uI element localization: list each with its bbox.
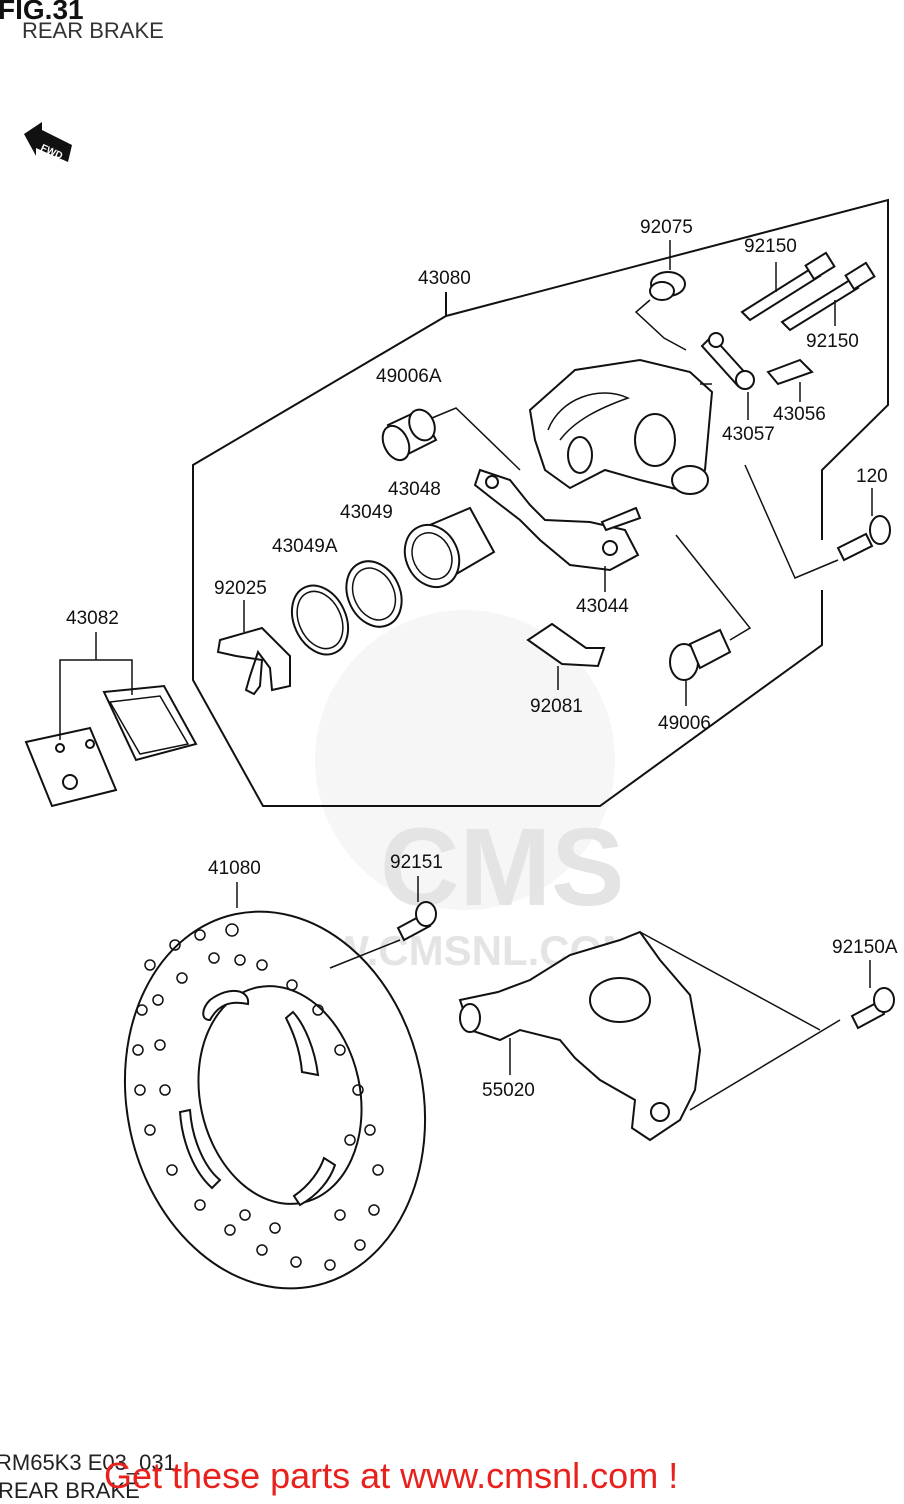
label-49006A: 49006A	[376, 366, 442, 387]
figure-subtitle: REAR BRAKE	[22, 18, 164, 43]
part-43057-bleeder-bracket	[700, 332, 755, 420]
boundary-upper	[445, 198, 889, 540]
part-92075-bleeder-cap	[634, 240, 687, 351]
fwd-arrow-icon: FWD	[24, 122, 72, 162]
label-43082: 43082	[66, 608, 119, 629]
caliper-assembly-boundary	[192, 315, 823, 807]
label-92150-right: 92150	[806, 331, 859, 352]
part-41080-brake-disc	[123, 882, 427, 1290]
part-43049A-dust-seal	[290, 584, 350, 656]
label-49006: 49006	[658, 713, 711, 734]
part-43056-bleeder-valve	[766, 358, 814, 402]
label-92075: 92075	[640, 217, 693, 238]
part-43082-brake-pads	[24, 632, 198, 808]
part-43049-seal	[345, 560, 403, 628]
part-caliper-body	[528, 358, 714, 495]
label-43056: 43056	[773, 404, 826, 425]
diagram-name: REAR BRAKE	[0, 1478, 140, 1503]
figure-title: FIG.31	[0, 0, 84, 25]
label-43049A: 43049A	[272, 536, 338, 557]
promo-link[interactable]: Get these parts at www.cmsnl.com !	[104, 1455, 679, 1496]
label-92081: 92081	[530, 696, 583, 717]
label-43049: 43049	[340, 502, 393, 523]
disc-vent-holes	[132, 923, 384, 1271]
label-43048: 43048	[388, 479, 441, 500]
part-43044-caliper-holder	[473, 468, 642, 592]
label-41080: 41080	[208, 858, 261, 879]
part-92025-pad-spring	[216, 600, 291, 696]
part-92151-disc-bolt	[329, 876, 437, 969]
part-92150-pin-b	[780, 261, 876, 332]
part-49006-bolt	[669, 534, 752, 706]
label-92150-top: 92150	[744, 236, 797, 257]
part-120-bolt	[744, 464, 891, 579]
label-43080: 43080	[418, 268, 471, 289]
part-92150-pin-a	[740, 251, 836, 322]
part-55020-caliper-bracket	[458, 930, 841, 1142]
label-92150A: 92150A	[832, 937, 898, 958]
part-43048-piston	[403, 506, 496, 589]
diagram-code: RM65K3 E03_031	[0, 1450, 176, 1475]
label-120: 120	[856, 466, 888, 487]
label-92025: 92025	[214, 578, 267, 599]
label-43044: 43044	[576, 596, 629, 617]
part-49006A-boot	[381, 407, 521, 471]
label-55020: 55020	[482, 1080, 535, 1101]
label-92151: 92151	[390, 852, 443, 873]
part-92150A-bolt	[850, 960, 895, 1030]
label-43057: 43057	[722, 424, 775, 445]
part-92081-spring	[526, 622, 606, 690]
